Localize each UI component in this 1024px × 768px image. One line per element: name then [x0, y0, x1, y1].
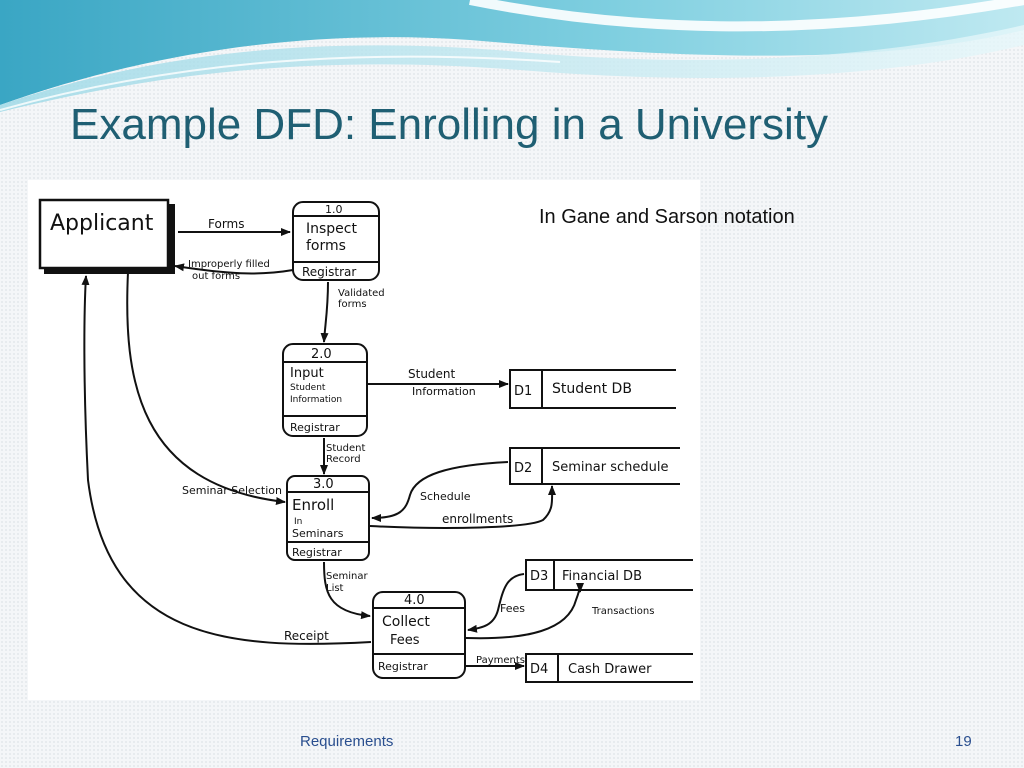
- data-store-id: D1: [514, 384, 532, 399]
- flow-label: Fees: [500, 602, 525, 615]
- process-name-line: forms: [306, 238, 346, 254]
- flow-label: Schedule: [420, 490, 471, 503]
- flow-label: enrollments: [442, 512, 513, 526]
- process-1-inspect-forms: 1.0 Inspect forms Registrar: [292, 201, 380, 281]
- flow-receipt: [81, 275, 372, 645]
- data-store-name: Student DB: [552, 381, 632, 397]
- data-store-id: D4: [530, 662, 548, 677]
- process-actor: Registrar: [292, 546, 342, 559]
- flow-label: Payments: [476, 655, 525, 666]
- process-actor: Registrar: [290, 421, 340, 434]
- flow-label: Information: [412, 385, 476, 398]
- decorative-wave-header: [0, 0, 1024, 112]
- process-name-line: Fees: [390, 633, 420, 648]
- process-name-line: Collect: [382, 614, 430, 630]
- process-actor: Registrar: [302, 265, 356, 279]
- dfd-canvas: Applicant 1.0 Inspect forms Registrar 2.…: [38, 198, 693, 683]
- flow-label: Validated: [338, 288, 385, 299]
- flow-label: Transactions: [591, 606, 654, 617]
- flow-label: Forms: [208, 217, 244, 231]
- flow-label: Student: [408, 367, 456, 381]
- flow-label: List: [326, 583, 344, 594]
- flow-schedule: [371, 461, 509, 522]
- data-store-d1-student-db: D1 Student DB: [509, 369, 676, 409]
- data-store-name: Seminar schedule: [552, 460, 668, 475]
- flow-validated-forms: [320, 281, 329, 343]
- process-id: 4.0: [404, 593, 425, 608]
- process-name-line: Student: [290, 383, 326, 393]
- process-2-input-student-information: 2.0 Input Student Information Registrar: [282, 343, 368, 437]
- data-store-name: Financial DB: [562, 569, 642, 584]
- process-3-enroll-in-seminars: 3.0 Enroll In Seminars Registrar: [286, 475, 370, 561]
- data-store-d2-seminar-schedule: D2 Seminar schedule: [509, 447, 680, 485]
- flow-label: Record: [326, 454, 361, 465]
- page-number: 19: [955, 733, 972, 750]
- external-entity-applicant: Applicant: [38, 198, 175, 274]
- flow-improperly-filled-forms: [174, 263, 294, 275]
- process-id: 2.0: [311, 347, 332, 362]
- flow-enrollments: [369, 485, 557, 529]
- flow-label: forms: [338, 299, 367, 310]
- entity-label: Applicant: [50, 211, 154, 236]
- process-id: 1.0: [325, 203, 343, 216]
- process-actor: Registrar: [378, 660, 428, 673]
- data-store-d4-cash-drawer: D4 Cash Drawer: [525, 653, 693, 683]
- flow-label: Seminar Selection: [182, 484, 282, 497]
- process-name-line: Information: [290, 395, 342, 405]
- footer-section-label: Requirements: [300, 733, 394, 750]
- flow-label: Receipt: [284, 629, 329, 643]
- process-name-line: Input: [290, 366, 324, 381]
- slide-title: Example DFD: Enrolling in a University: [70, 100, 829, 149]
- process-name-line: In: [294, 517, 302, 527]
- flow-seminar-list: [323, 561, 371, 620]
- flow-transactions: [465, 582, 584, 640]
- process-name-line: Inspect: [306, 221, 357, 237]
- flow-label: Student: [326, 443, 365, 454]
- process-name-line: Seminars: [292, 527, 344, 540]
- flow-label: out forms: [192, 271, 240, 282]
- flow-fees: [467, 573, 525, 633]
- data-store-id: D2: [514, 461, 532, 476]
- data-store-d3-financial-db: D3 Financial DB: [525, 559, 693, 591]
- flow-label: Seminar: [326, 571, 368, 582]
- dfd-diagram: Applicant 1.0 Inspect forms Registrar 2.…: [28, 180, 700, 700]
- process-name-line: Enroll: [292, 496, 334, 514]
- flow-label: Improperly filled: [188, 259, 270, 270]
- data-flows: [81, 228, 584, 670]
- process-id: 3.0: [313, 477, 334, 492]
- flow-seminar-selection: [126, 271, 286, 505]
- notation-caption: In Gane and Sarson notation: [539, 206, 795, 228]
- data-store-id: D3: [530, 569, 548, 584]
- process-4-collect-fees: 4.0 Collect Fees Registrar: [372, 591, 466, 679]
- data-store-name: Cash Drawer: [568, 662, 652, 677]
